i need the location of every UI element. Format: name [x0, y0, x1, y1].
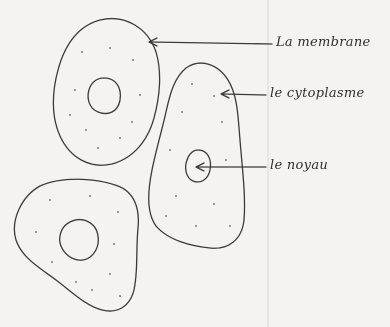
- cytoplasm-dots: [165, 83, 231, 227]
- cell-nucleus-outline: [87, 77, 122, 115]
- membrane-arrow: [148, 37, 273, 47]
- cell-membrane-outline: [52, 18, 161, 166]
- cytoplasm-label: le cytoplasme: [270, 86, 365, 101]
- cytoplasm-dots: [69, 47, 141, 149]
- membrane-label: La membrane: [276, 35, 371, 50]
- nucleus-label: le noyau: [270, 158, 329, 173]
- cytoplasm-dots: [35, 195, 121, 297]
- nucleus-arrow: [195, 162, 267, 172]
- cell-bottom-left: [13, 178, 140, 312]
- cell-nucleus-outline: [185, 149, 212, 183]
- cell-top-left: [52, 18, 161, 166]
- cell-membrane-outline: [13, 178, 140, 312]
- cytoplasm-arrow: [220, 89, 267, 99]
- cell-right: [148, 62, 246, 249]
- cell-nucleus-outline: [59, 219, 99, 261]
- cell-membrane-outline: [148, 62, 246, 249]
